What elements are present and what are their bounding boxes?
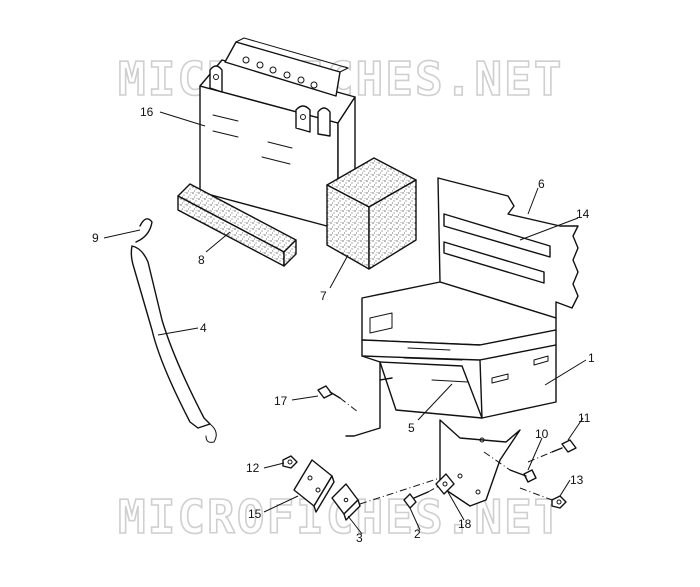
callout-8: 8 <box>198 253 205 267</box>
callout-17: 17 <box>274 394 288 408</box>
bolt-17 <box>317 385 359 413</box>
clip-3 <box>331 477 441 521</box>
callouts: 16 9 8 7 6 14 4 1 17 5 11 10 12 13 15 2 … <box>92 105 595 545</box>
washer-18 <box>435 473 455 495</box>
battery <box>199 37 356 230</box>
callout-7: 7 <box>320 289 327 303</box>
battery-tray <box>345 281 557 507</box>
callout-6: 6 <box>538 177 545 191</box>
callout-16: 16 <box>140 105 154 119</box>
bolt-10 <box>483 451 537 483</box>
callout-13: 13 <box>570 473 584 487</box>
bolt-11 <box>527 439 577 463</box>
callout-3: 3 <box>356 531 363 545</box>
callout-12: 12 <box>246 461 260 475</box>
foam-strip <box>177 183 297 267</box>
callout-14: 14 <box>576 207 590 221</box>
leader-lines <box>103 111 587 535</box>
callout-1: 1 <box>588 351 595 365</box>
back-panel <box>437 177 579 319</box>
hook-top <box>135 218 153 243</box>
callout-18: 18 <box>458 517 472 531</box>
strap <box>130 245 217 443</box>
callout-15: 15 <box>248 507 262 521</box>
nut-12 <box>282 455 298 469</box>
callout-9: 9 <box>92 231 99 245</box>
nut-13 <box>519 487 567 509</box>
callout-2: 2 <box>414 527 421 541</box>
callout-11: 11 <box>578 411 591 425</box>
callout-10: 10 <box>535 427 549 441</box>
callout-5: 5 <box>408 421 415 435</box>
clamp-15 <box>293 459 335 513</box>
callout-4: 4 <box>200 321 207 335</box>
foam-block <box>326 157 417 270</box>
